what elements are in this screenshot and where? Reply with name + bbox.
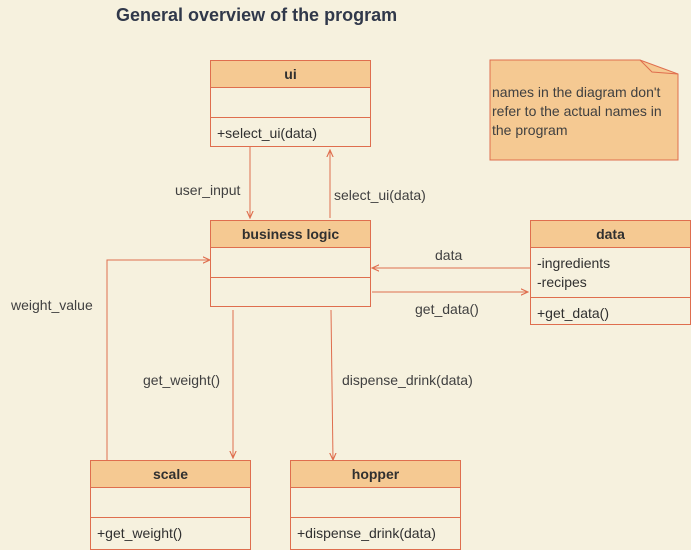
class-data-name: data [531, 221, 690, 248]
class-scale: scale +get_weight() [90, 460, 251, 550]
note-fold [639, 59, 679, 75]
edge-label-dispense-drink: dispense_drink(data) [342, 372, 473, 388]
note-shape [489, 59, 679, 161]
class-business-logic-methods [211, 278, 370, 307]
class-scale-methods: +get_weight() [91, 518, 250, 550]
edge-weight-value [106, 260, 210, 460]
class-ui-name: ui [211, 61, 370, 88]
class-data-methods: +get_data() [531, 298, 690, 325]
class-hopper-name: hopper [291, 461, 460, 488]
edge-label-data: data [435, 247, 463, 263]
class-data-attribute: -recipes [537, 274, 587, 290]
class-ui-method: +select_ui(data) [217, 125, 318, 141]
class-scale-method: +get_weight() [97, 525, 183, 541]
class-ui: ui +select_ui(data) [210, 60, 371, 147]
note-text: names in the diagram don't refer to the … [492, 84, 662, 138]
class-ui-attributes [211, 88, 370, 118]
edge-label-select-ui: select_ui(data) [334, 187, 426, 203]
edge-label-get-data: get_data() [415, 301, 479, 317]
note: names in the diagram don't refer to the … [490, 60, 678, 160]
diagram-title: General overview of the program [116, 5, 398, 25]
class-data-method: +get_data() [537, 305, 609, 321]
edge-label-get-weight: get_weight() [143, 372, 221, 388]
class-scale-attributes [91, 488, 250, 518]
class-data-attributes: -ingredients -recipes [531, 248, 690, 298]
edge-label-weight-value: weight_value [11, 297, 93, 313]
class-hopper: hopper +dispense_drink(data) [290, 460, 461, 550]
class-hopper-attributes [291, 488, 460, 518]
class-hopper-method: +dispense_drink(data) [297, 525, 436, 541]
edge-dispense-drink [331, 309, 333, 460]
edge-label-user-input: user_input [175, 182, 241, 198]
class-business-logic: business logic [210, 220, 371, 307]
class-data-attribute: -ingredients [537, 255, 611, 271]
class-ui-methods: +select_ui(data) [211, 118, 370, 147]
class-business-logic-name: business logic [211, 221, 370, 248]
class-business-logic-attributes [211, 248, 370, 278]
class-scale-name: scale [91, 461, 250, 488]
class-data: data -ingredients -recipes +get_data() [530, 220, 691, 325]
class-hopper-methods: +dispense_drink(data) [291, 518, 460, 550]
